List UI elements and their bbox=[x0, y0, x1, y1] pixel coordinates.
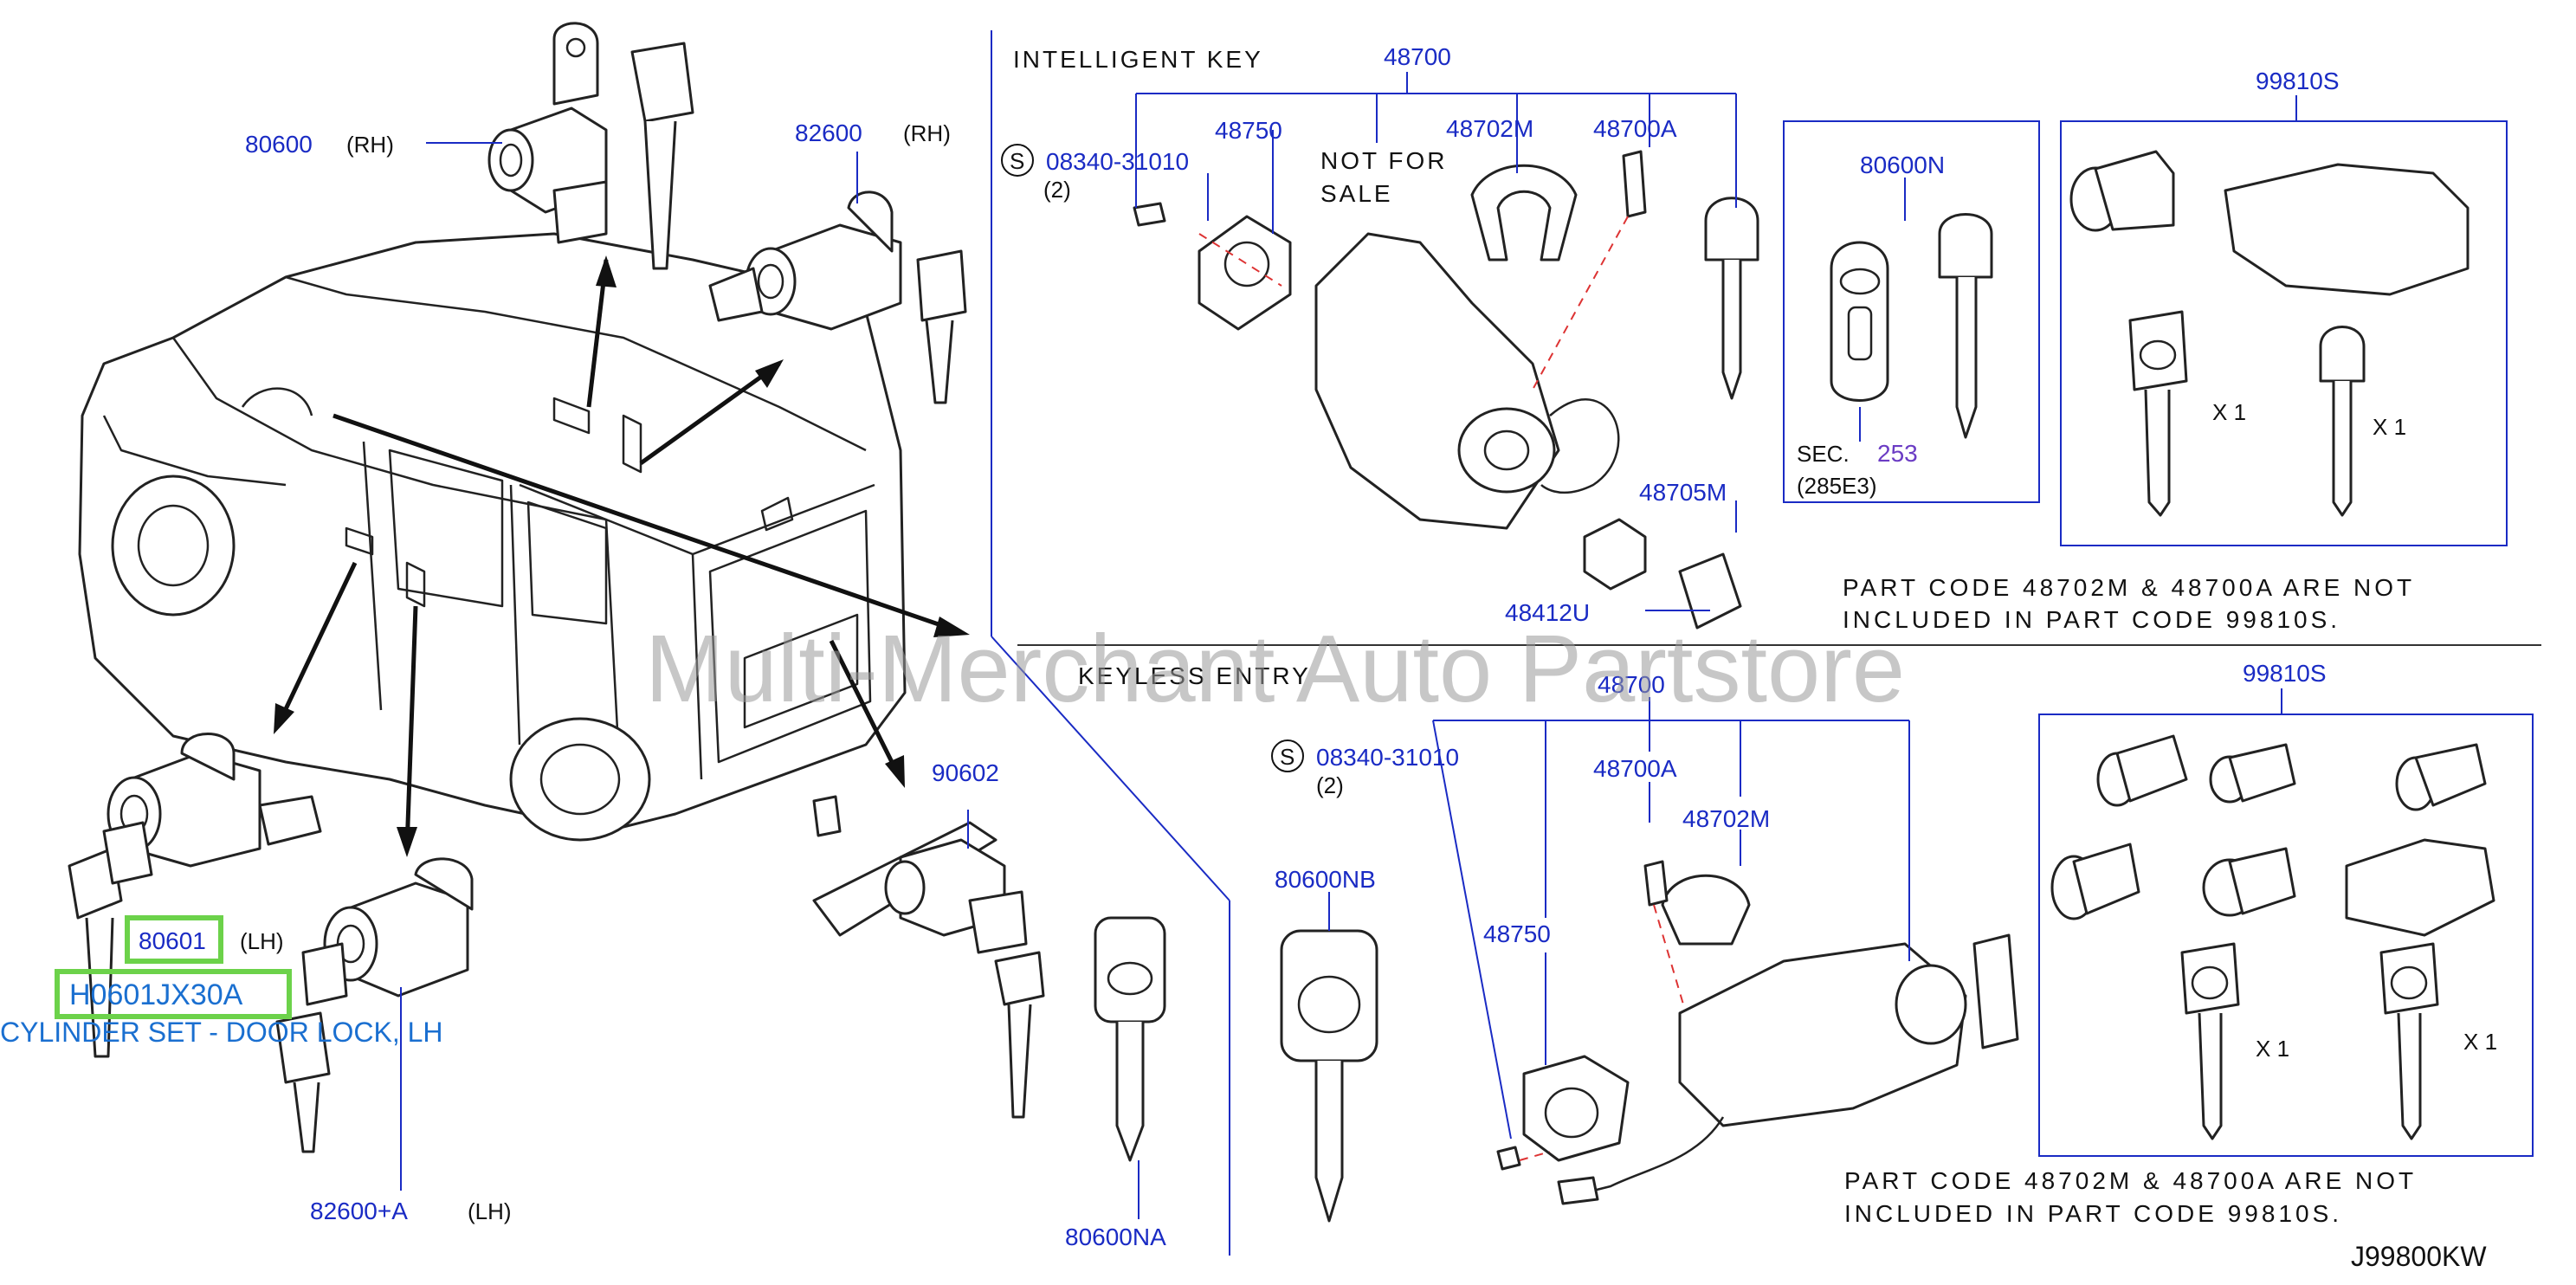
highlight-part-description: CYLINDER SET - DOOR LOCK, LH bbox=[0, 1017, 443, 1048]
part-number-08340-31010[interactable]: 08340-31010 bbox=[1316, 744, 1459, 771]
van-illustration bbox=[78, 232, 907, 842]
s-marker-label: S bbox=[1010, 148, 1024, 174]
quantity-label: X 1 bbox=[2373, 414, 2406, 440]
part-number-48750[interactable]: 48750 bbox=[1483, 920, 1551, 947]
sec-label: SEC. bbox=[1797, 441, 1850, 467]
sec-sub-label: (285E3) bbox=[1797, 473, 1877, 499]
part-number-80600na[interactable]: 80600NA bbox=[1065, 1224, 1166, 1250]
section-title-keyless-entry: KEYLESS ENTRY bbox=[1078, 662, 1311, 689]
lock-cylinder-80600-drawing bbox=[487, 22, 694, 270]
section-dividers bbox=[991, 30, 2541, 1256]
part-number-08340-31010[interactable]: 08340-31010 bbox=[1046, 148, 1189, 175]
part-number-48412u[interactable]: 48412U bbox=[1505, 599, 1590, 626]
quantity-label: X 1 bbox=[2256, 1036, 2289, 1062]
part-number-80600[interactable]: 80600 bbox=[245, 131, 313, 158]
quantity-label: (2) bbox=[1043, 177, 1071, 203]
part-number-48700a[interactable]: 48700A bbox=[1593, 755, 1677, 782]
quantity-label: X 1 bbox=[2212, 399, 2246, 425]
part-number-80601[interactable]: 80601 bbox=[139, 927, 206, 954]
side-label-rh: (RH) bbox=[346, 132, 394, 158]
highlight-box-code bbox=[55, 969, 292, 1019]
lock-cylinder-90602-drawing bbox=[812, 795, 1045, 1119]
part-number-90602[interactable]: 90602 bbox=[932, 759, 999, 786]
part-number-99810s[interactable]: 99810S bbox=[2243, 660, 2327, 687]
note-line-1: PART CODE 48702M & 48700A ARE NOT bbox=[1843, 574, 2415, 601]
not-for-sale-label: SALE bbox=[1320, 180, 1393, 207]
watermark: Multi-Merchant Auto Partstore bbox=[645, 616, 1905, 722]
note-line-1: PART CODE 48702M & 48700A ARE NOT bbox=[1844, 1167, 2417, 1194]
box-99810s-ik bbox=[2060, 120, 2508, 546]
not-for-sale-label: NOT FOR bbox=[1320, 147, 1447, 174]
part-number-48700[interactable]: 48700 bbox=[1598, 671, 1665, 698]
intelligent-key-drawings bbox=[1133, 150, 1759, 630]
note-line-2: INCLUDED IN PART CODE 99810S. bbox=[1843, 606, 2340, 633]
section-title-intelligent-key: INTELLIGENT KEY bbox=[1013, 46, 1263, 73]
key-80600na-drawing bbox=[1094, 916, 1166, 1162]
part-number-80600n[interactable]: 80600N bbox=[1860, 152, 1945, 178]
lock-cylinder-82600-drawing bbox=[708, 190, 967, 404]
part-number-48702m[interactable]: 48702M bbox=[1682, 805, 1770, 832]
keyless-entry-drawings bbox=[1496, 860, 2019, 1205]
side-label-rh: (RH) bbox=[903, 120, 951, 146]
highlight-part-code[interactable]: H0601JX30A bbox=[69, 978, 243, 1011]
lock-cylinder-82600a-drawing bbox=[275, 857, 474, 1153]
s-marker-icon bbox=[1001, 144, 1034, 177]
part-number-80600nb[interactable]: 80600NB bbox=[1275, 866, 1376, 893]
box-80600n bbox=[1783, 120, 2040, 503]
s-marker-label: S bbox=[1280, 744, 1294, 770]
lock-cylinder-80601-drawing bbox=[68, 733, 322, 1058]
key-80600nb-drawing bbox=[1280, 929, 1378, 1223]
box-99810s-ke bbox=[2038, 714, 2534, 1157]
part-number-48702m[interactable]: 48702M bbox=[1446, 115, 1533, 142]
note-line-2: INCLUDED IN PART CODE 99810S. bbox=[1844, 1200, 2342, 1227]
part-number-82600[interactable]: 82600 bbox=[795, 119, 862, 146]
pointer-arrows bbox=[274, 255, 970, 857]
part-number-48750[interactable]: 48750 bbox=[1215, 117, 1282, 144]
s-marker-icon bbox=[1271, 739, 1304, 772]
part-number-99810s[interactable]: 99810S bbox=[2256, 68, 2340, 94]
highlight-box-80601 bbox=[125, 915, 223, 964]
sec-number-link[interactable]: 253 bbox=[1877, 440, 1918, 467]
diagram-code: J99800KW bbox=[2351, 1241, 2487, 1272]
quantity-label: X 1 bbox=[2463, 1029, 2497, 1055]
part-number-48705m[interactable]: 48705M bbox=[1639, 479, 1727, 506]
part-number-48700a[interactable]: 48700A bbox=[1593, 115, 1677, 142]
side-label-lh: (LH) bbox=[240, 928, 284, 954]
part-number-82600a[interactable]: 82600+A bbox=[310, 1198, 408, 1224]
side-label-lh: (LH) bbox=[468, 1198, 512, 1224]
leader-lines bbox=[400, 72, 2297, 1219]
quantity-label: (2) bbox=[1316, 772, 1344, 798]
part-number-48700[interactable]: 48700 bbox=[1384, 43, 1451, 70]
